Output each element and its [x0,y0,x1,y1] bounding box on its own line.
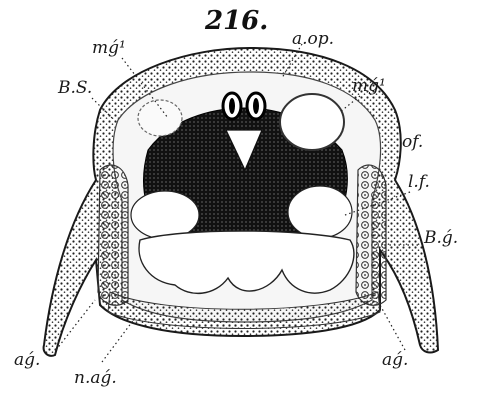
label-ag-right: aǵ. [382,352,408,369]
lobe-right-upper [288,186,352,238]
right-cell-column [356,165,386,305]
label-bs: B.S. [58,80,92,97]
label-lf: l.f. [408,174,430,191]
label-aop: a.op. [292,31,334,48]
label-nag: n.aǵ. [74,370,117,387]
label-bg: B.ǵ. [424,230,458,247]
figure-number: 216. [205,8,268,34]
label-ag-left: aǵ. [14,352,40,369]
label-mg1-right: mǵ¹ [352,78,386,95]
leader-ag-right [380,305,405,350]
lower-cavity [139,231,354,293]
left-vesicle [138,100,182,136]
leader-nag [102,318,135,362]
lobe-left-upper [131,191,199,239]
label-mg1-left: mǵ¹ [92,40,126,57]
label-of: of. [402,134,423,151]
left-cell-column [98,165,128,305]
otic-vesicle [280,94,344,150]
